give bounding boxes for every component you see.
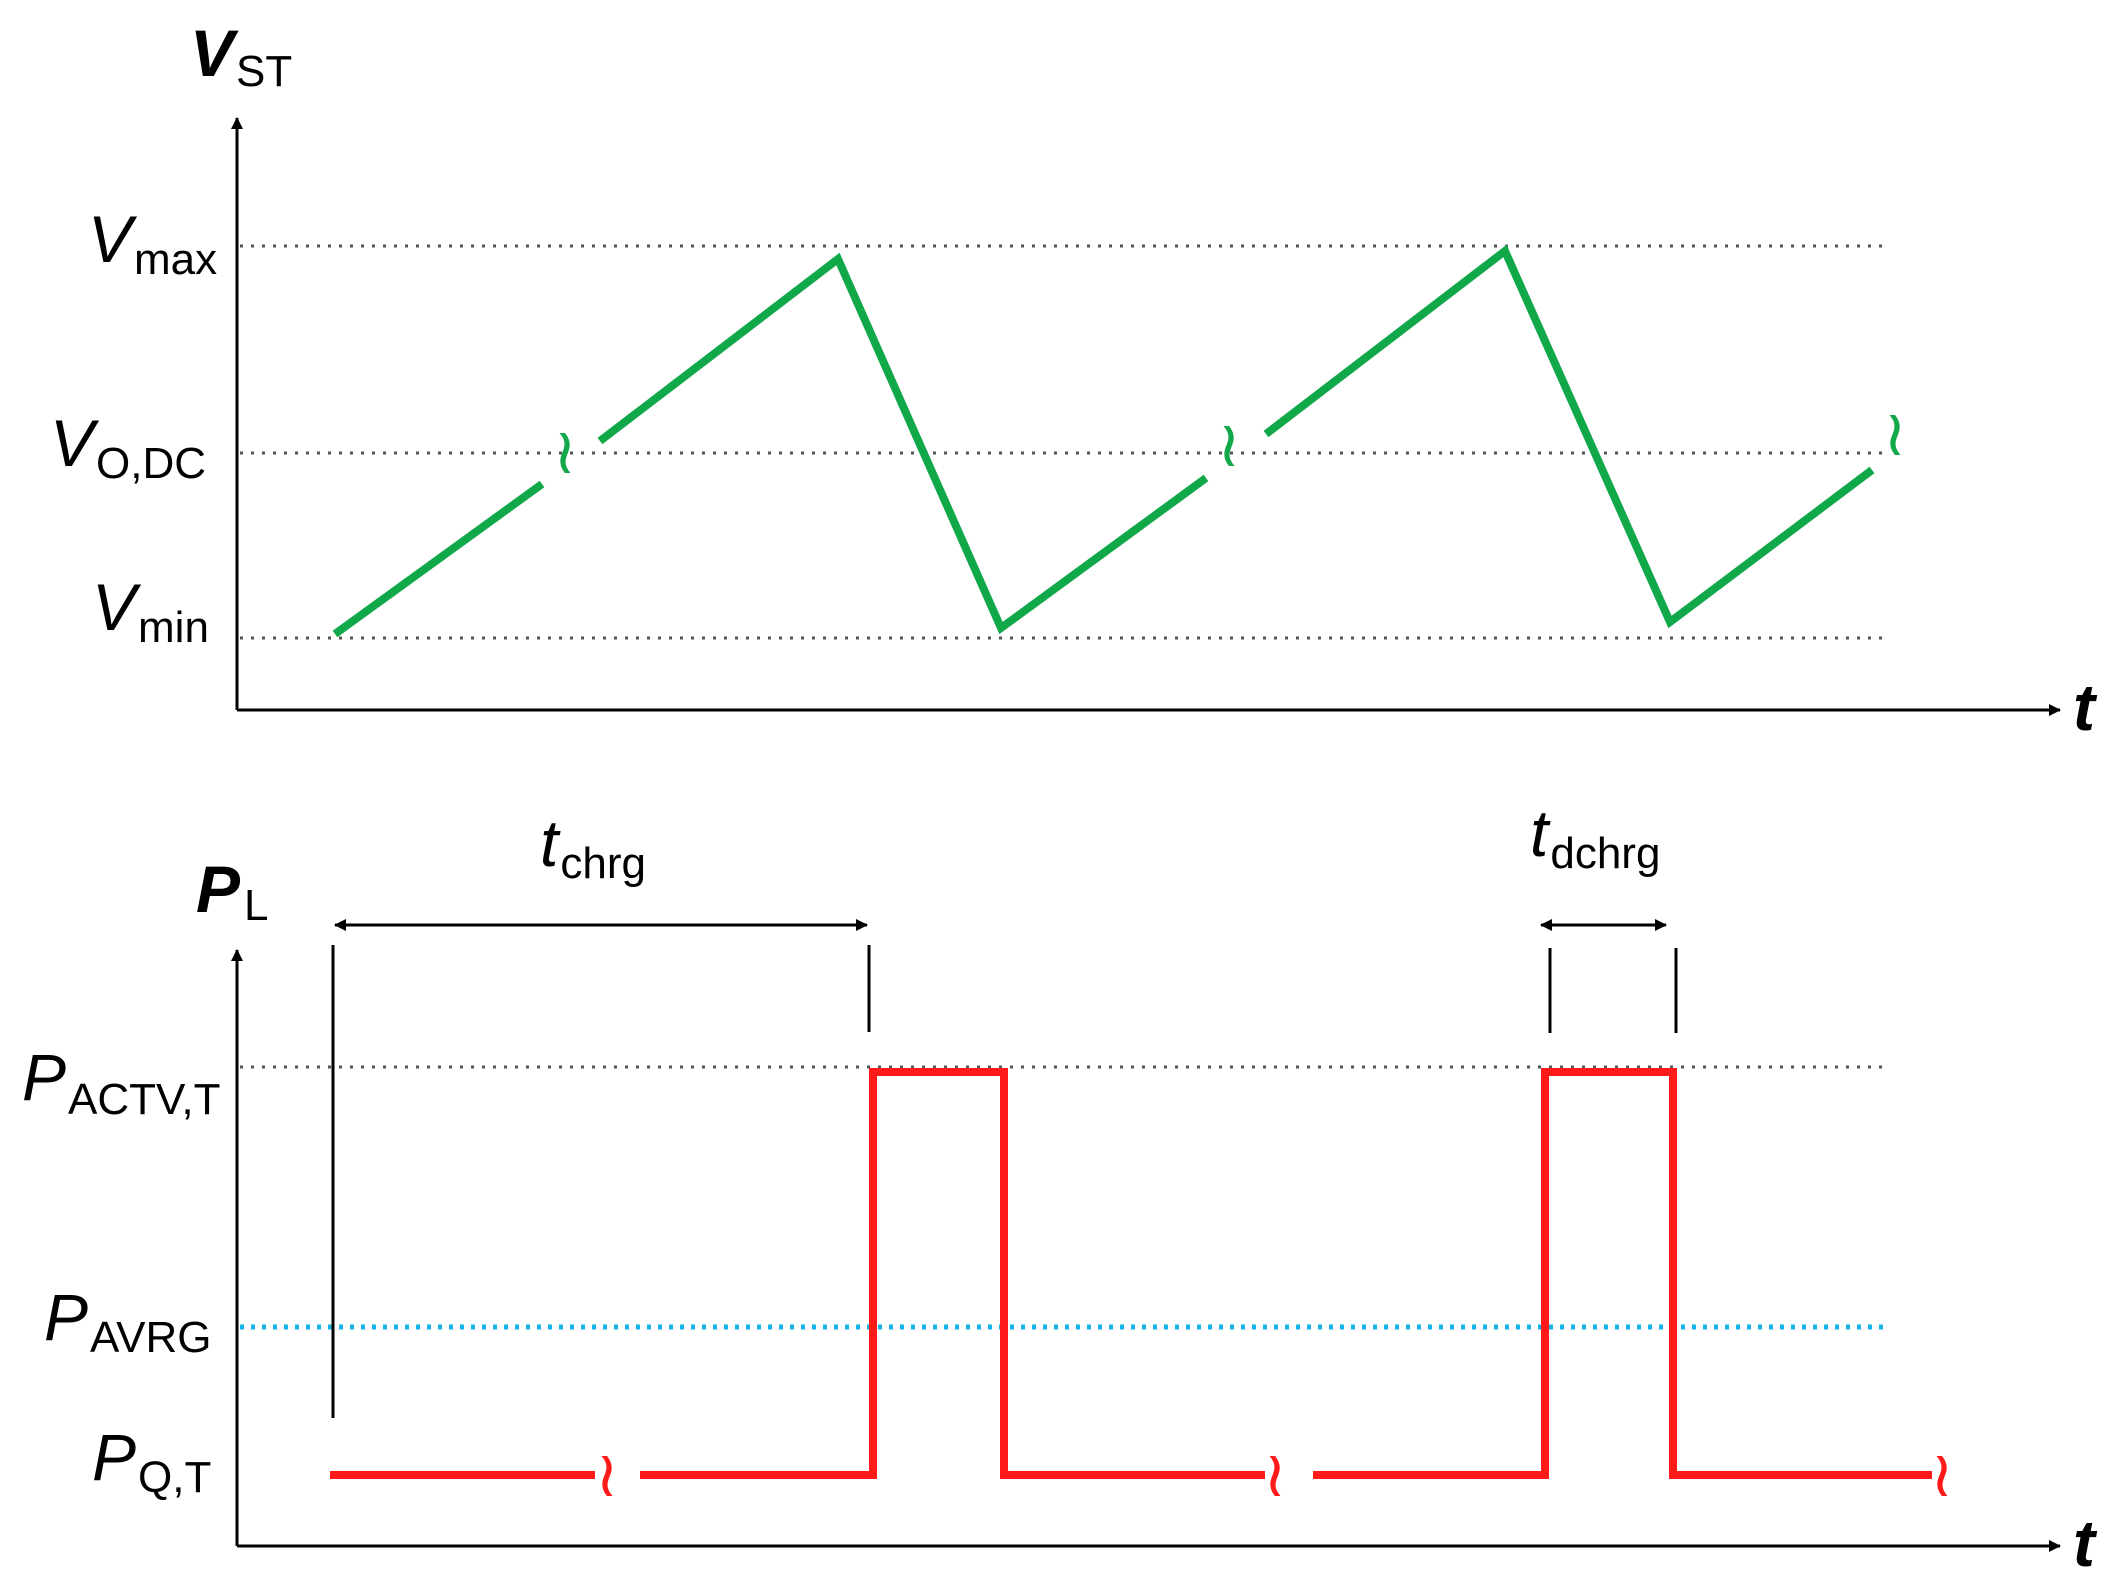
vst-waveform xyxy=(332,244,1875,638)
vst-time-axis-label: t xyxy=(2073,670,2098,744)
pl-break-marker-3: ≀ xyxy=(1930,1438,1954,1512)
tchrg-label: tchrg xyxy=(540,806,646,888)
vst-ramp-2b xyxy=(1263,244,1875,629)
pl-time-axis-label: t xyxy=(2073,1506,2098,1580)
pl-break-marker-1: ≀ xyxy=(595,1438,619,1512)
pqt-label: PQ,T xyxy=(92,1420,211,1502)
voltage-chart: ≀ ≀ ≀ VST t Vmax VO,DC Vmin xyxy=(50,16,2098,744)
vst-break-marker-2: ≀ xyxy=(1217,408,1241,482)
vmax-label: Vmax xyxy=(88,202,217,284)
pl-segment-2 xyxy=(640,1068,1265,1479)
tdchrg-label: tdchrg xyxy=(1530,796,1660,878)
vmin-label: Vmin xyxy=(92,570,209,652)
vst-axis-label: VST xyxy=(190,16,292,96)
pavrg-label: PAVRG xyxy=(44,1280,211,1362)
power-chart: ≀ ≀ ≀ PL t tchrg tdchrg PACTV,T PAVRG PQ… xyxy=(22,796,2098,1580)
pl-segment-3 xyxy=(1313,1068,1932,1479)
pactv-label: PACTV,T xyxy=(22,1040,220,1124)
pl-waveform xyxy=(330,1068,1932,1479)
vst-ramp-1b xyxy=(597,252,1209,635)
vodc-label: VO,DC xyxy=(50,406,206,488)
pl-break-marker-2: ≀ xyxy=(1263,1438,1287,1512)
vst-ramp-1 xyxy=(332,480,545,638)
vst-break-marker-1: ≀ xyxy=(553,415,577,489)
vst-break-marker-3: ≀ xyxy=(1883,397,1907,471)
pl-axis-label: PL xyxy=(196,852,269,930)
